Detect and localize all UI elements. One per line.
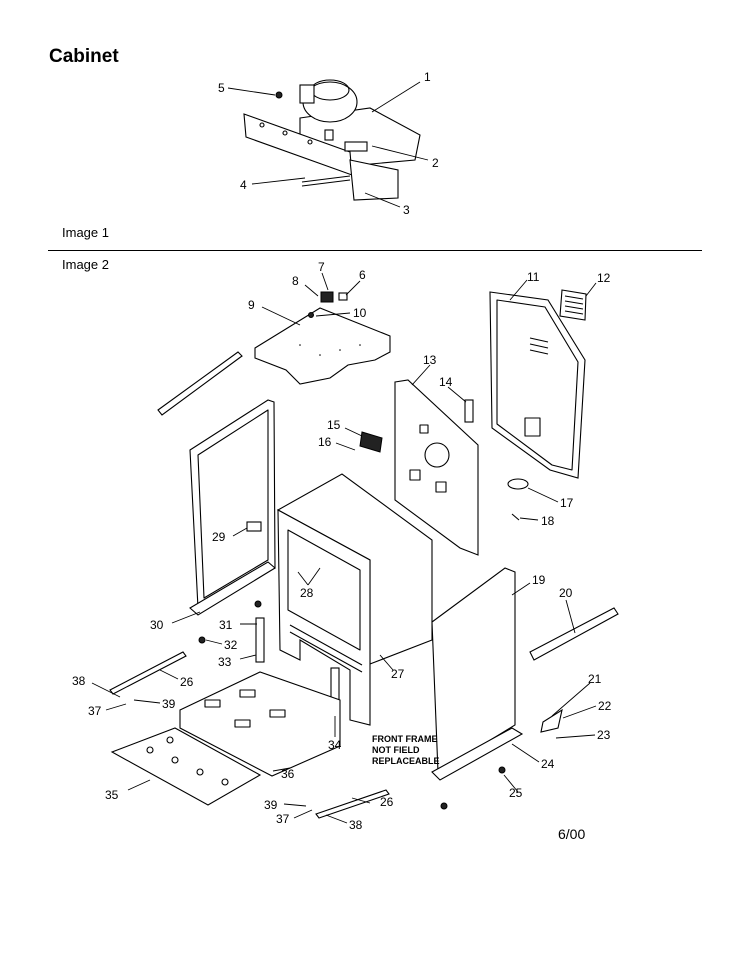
callout-13: 13 (423, 353, 437, 367)
callout-24: 24 (541, 757, 555, 771)
callout-5: 5 (218, 81, 225, 95)
callout-36: 36 (281, 767, 295, 781)
part-18-screw (511, 513, 520, 521)
part-22-bracket (540, 708, 563, 733)
part-24-rail (431, 727, 524, 781)
note-line-3: REPLACEABLE (372, 756, 440, 766)
callout-7: 7 (318, 260, 325, 274)
image1-label: Image 1 (62, 225, 109, 240)
callout-21: 21 (588, 672, 602, 686)
part-5-screw (275, 91, 283, 99)
callout-37: 37 (88, 704, 102, 718)
part-25-leveler (498, 766, 506, 774)
leveler-foot (254, 600, 262, 608)
part-3-plate (349, 159, 399, 201)
part-26b-rail (315, 789, 390, 819)
callout-30: 30 (150, 618, 164, 632)
part-19-side-panel (431, 567, 516, 773)
callout-26: 26 (180, 675, 194, 689)
part-20-trim (529, 607, 619, 661)
part-28-front-frame (277, 509, 371, 726)
part-26-rail (109, 651, 187, 695)
callout-18: 18 (541, 514, 555, 528)
callout-27: 27 (391, 667, 405, 681)
part-30-rail (189, 561, 276, 616)
callout-19: 19 (532, 573, 546, 587)
callout-22: 22 (598, 699, 612, 713)
note-line-2: NOT FIELD (372, 745, 420, 755)
part-17-grommet (507, 478, 529, 490)
callout-12: 12 (597, 271, 611, 285)
image1-assembly: 1 2 3 4 5 (218, 70, 439, 217)
left-side-panel (189, 399, 276, 609)
part-9-top-panel (254, 307, 391, 385)
callout-39: 39 (162, 697, 176, 711)
part-15-board (359, 431, 383, 453)
top-rail (157, 351, 243, 416)
callout-38: 38 (72, 674, 86, 688)
callout-29: 29 (212, 530, 226, 544)
callout-2: 2 (432, 156, 439, 170)
date-code: 6/00 (558, 826, 586, 842)
part-6-knob (338, 292, 348, 301)
callout-3: 3 (403, 203, 410, 217)
callout-15: 15 (327, 418, 341, 432)
image2-label: Image 2 (62, 257, 109, 272)
callout-32: 32 (224, 638, 238, 652)
callout-8: 8 (292, 274, 299, 288)
callout-17: 17 (560, 496, 574, 510)
part-32-leveler (198, 636, 206, 644)
page-title: Cabinet (49, 46, 119, 67)
callout-37b: 37 (276, 812, 290, 826)
note-line-1: FRONT FRAME (372, 734, 438, 744)
callout-16: 16 (318, 435, 332, 449)
part-11-rear-panel (489, 291, 586, 479)
callout-11: 11 (527, 270, 540, 284)
callout-14: 14 (439, 375, 453, 389)
callout-6: 6 (359, 268, 366, 282)
image2-assembly: 7 6 8 9 10 11 12 13 14 15 16 17 18 19 20… (72, 260, 619, 832)
callout-26b: 26 (380, 795, 394, 809)
callout-10: 10 (353, 306, 367, 320)
callout-33: 33 (218, 655, 232, 669)
part-8-switch (320, 291, 334, 303)
part-10-clip (308, 312, 314, 318)
callout-1: 1 (424, 70, 431, 84)
callout-31: 31 (219, 618, 233, 632)
section-divider (48, 250, 702, 251)
callout-20: 20 (559, 586, 573, 600)
callout-9: 9 (248, 298, 255, 312)
part-12-vent (559, 289, 587, 321)
callout-25: 25 (509, 786, 523, 800)
callout-34: 34 (328, 738, 342, 752)
part-33-bracket (255, 617, 265, 663)
callout-4: 4 (240, 178, 247, 192)
callout-39b: 39 (264, 798, 278, 812)
callout-38b: 38 (349, 818, 363, 832)
part-36-tray (179, 671, 341, 777)
callout-35: 35 (105, 788, 119, 802)
callout-23: 23 (597, 728, 611, 742)
leveler-foot-b (440, 802, 448, 810)
callout-28: 28 (300, 586, 314, 600)
part-29-plug (246, 521, 262, 532)
part-14-bracket (464, 399, 474, 423)
